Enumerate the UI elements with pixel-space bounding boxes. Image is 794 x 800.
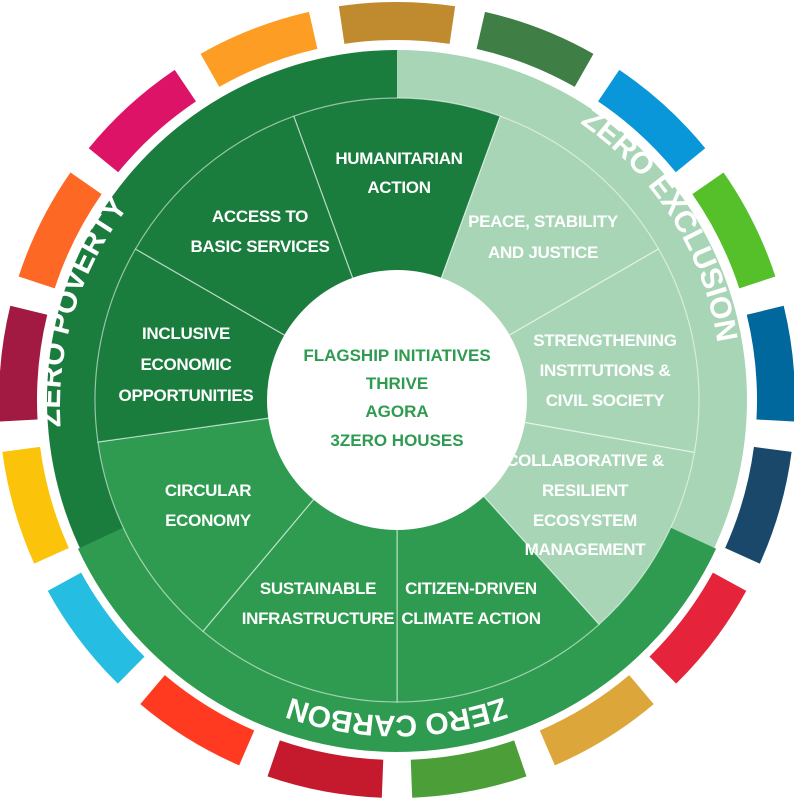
center-circle	[267, 270, 527, 530]
sdg-segment-16	[88, 69, 196, 173]
sdg-segment-4	[692, 172, 776, 289]
label-line: INFRASTRUCTURE	[242, 609, 395, 628]
sector-peace-stability-justice: PEACE, STABILITY AND JUSTICE	[468, 212, 619, 262]
sdg-segment-10	[267, 740, 384, 798]
label-line: INSTITUTIONS &	[540, 361, 671, 380]
label-line: ACCESS TO	[212, 207, 308, 226]
zero-exclusion-band	[397, 50, 747, 575]
center-line: THRIVE	[366, 374, 428, 393]
label-line: CIVIL SOCIETY	[546, 391, 666, 410]
theme-bands	[47, 50, 747, 752]
label-line: CLIMATE ACTION	[401, 609, 540, 628]
sdg-segment-3	[598, 69, 706, 173]
label-line: CIRCULAR	[165, 481, 251, 500]
sector-citizen-driven-climate-action: CITIZEN-DRIVEN CLIMATE ACTION	[401, 579, 541, 628]
center-line: 3ZERO HOUSES	[330, 431, 463, 450]
label-line: RESILIENT	[542, 481, 629, 500]
sdg-segment-5	[746, 305, 794, 422]
label-line: CITIZEN-DRIVEN	[405, 579, 537, 598]
label-line: OPPORTUNITIES	[119, 386, 254, 405]
label-line: AND JUSTICE	[488, 243, 598, 262]
sectors	[94, 97, 700, 703]
sdg-segment-9	[410, 740, 527, 798]
sector-collaborative-ecosystem-management: COLLABORATIVE & RESILIENT ECOSYSTEM MANA…	[506, 451, 664, 559]
center-flagship-initiatives: FLAGSHIP INITIATIVES THRIVE AGORA 3ZERO …	[303, 346, 490, 450]
sector-sustainable-infrastructure: SUSTAINABLE INFRASTRUCTURE	[242, 579, 395, 628]
sdg-segment-6	[725, 446, 792, 564]
sdg-segment-13	[2, 446, 69, 564]
label-line: HUMANITARIAN	[335, 149, 462, 168]
zero-carbon-band	[77, 525, 717, 752]
sdg-segment-17	[200, 11, 318, 87]
label-line: COLLABORATIVE &	[506, 451, 664, 470]
sector-strengthening-institutions: STRENGTHENING INSTITUTIONS & CIVIL SOCIE…	[533, 331, 677, 410]
sdg-segment-8	[539, 675, 654, 766]
label-line: PEACE, STABILITY	[468, 212, 619, 231]
label-line: BASIC SERVICES	[190, 237, 329, 256]
sdg-segment-11	[140, 675, 255, 766]
label-line: MANAGEMENT	[525, 540, 647, 559]
label-line: INCLUSIVE	[142, 324, 230, 343]
sdg-segment-15	[18, 172, 102, 289]
label-line: ECOSYSTEM	[533, 511, 637, 530]
sdg-segment-12	[47, 572, 145, 684]
center-line: AGORA	[365, 402, 428, 421]
sdg-segment-14	[0, 305, 48, 422]
zero-poverty-band	[47, 50, 397, 575]
sector-inclusive-economic-opportunities: INCLUSIVE ECONOMIC OPPORTUNITIES	[119, 324, 254, 405]
label-line: ECONOMY	[165, 511, 252, 530]
sector-access-basic-services: ACCESS TO BASIC SERVICES	[190, 207, 329, 256]
sdg-segment-1	[338, 2, 456, 44]
sdg-segment-7	[649, 572, 747, 684]
sector-circular-economy: CIRCULAR ECONOMY	[165, 481, 252, 530]
center-line: FLAGSHIP INITIATIVES	[303, 346, 490, 365]
label-line: ACTION	[367, 178, 430, 197]
label-line: ECONOMIC	[140, 355, 231, 374]
label-line: STRENGTHENING	[533, 331, 677, 350]
sdg-segment-2	[476, 11, 594, 87]
sector-humanitarian-action: HUMANITARIAN ACTION	[335, 149, 463, 197]
label-line: SUSTAINABLE	[260, 579, 376, 598]
